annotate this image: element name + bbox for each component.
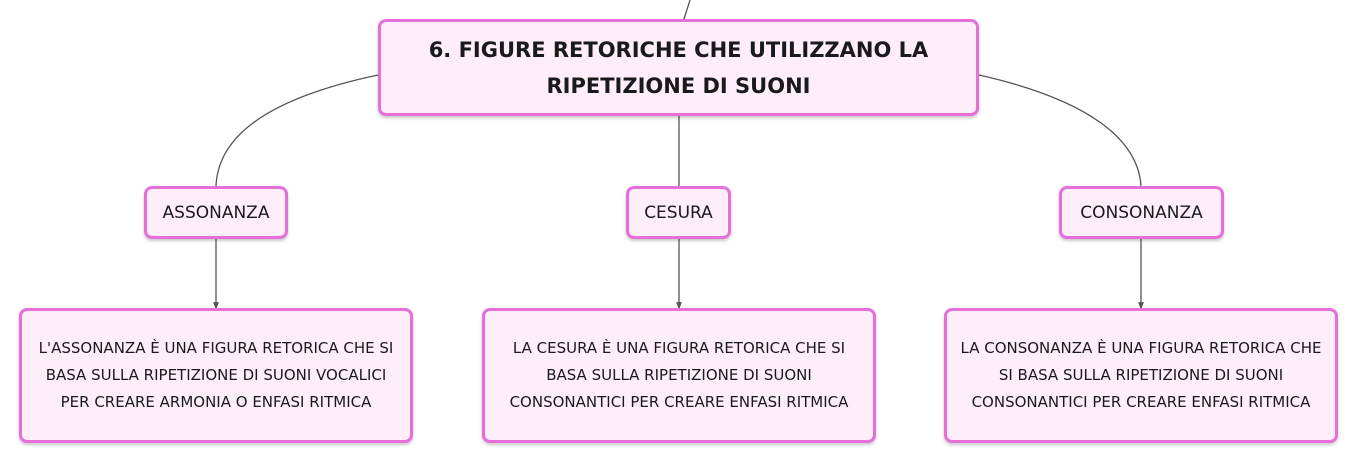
parent-connector — [683, 0, 691, 20]
branch-label-cesura: CESURA — [644, 202, 713, 223]
leaf-node-assonanza[interactable]: L'ASSONANZA È UNA FIGURA RETORICA CHE SI… — [19, 308, 413, 443]
leaf-node-consonanza[interactable]: LA CONSONANZA È UNA FIGURA RETORICA CHE … — [944, 308, 1338, 443]
branch-node-consonanza[interactable]: CONSONANZA — [1059, 186, 1224, 239]
root-topic-label: 6. FIGURE RETORICHE CHE UTILIZZANO LA RI… — [428, 37, 929, 98]
branch-node-cesura[interactable]: CESURA — [626, 186, 731, 239]
leaf-node-cesura[interactable]: LA CESURA È UNA FIGURA RETORICA CHE SI B… — [482, 308, 876, 443]
branch-node-assonanza[interactable]: ASSONANZA — [144, 186, 288, 239]
branch-label-consonanza: CONSONANZA — [1080, 202, 1203, 223]
leaf-text-cesura: LA CESURA È UNA FIGURA RETORICA CHE SI B… — [509, 339, 849, 411]
connector-root-assonanza — [215, 74, 379, 187]
branch-label-assonanza: ASSONANZA — [162, 202, 270, 223]
leaf-text-assonanza: L'ASSONANZA È UNA FIGURA RETORICA CHE SI… — [38, 339, 394, 411]
leaf-text-consonanza: LA CONSONANZA È UNA FIGURA RETORICA CHE … — [960, 339, 1322, 411]
connector-root-consonanza — [978, 74, 1142, 187]
root-topic[interactable]: 6. FIGURE RETORICHE CHE UTILIZZANO LA RI… — [378, 19, 979, 116]
